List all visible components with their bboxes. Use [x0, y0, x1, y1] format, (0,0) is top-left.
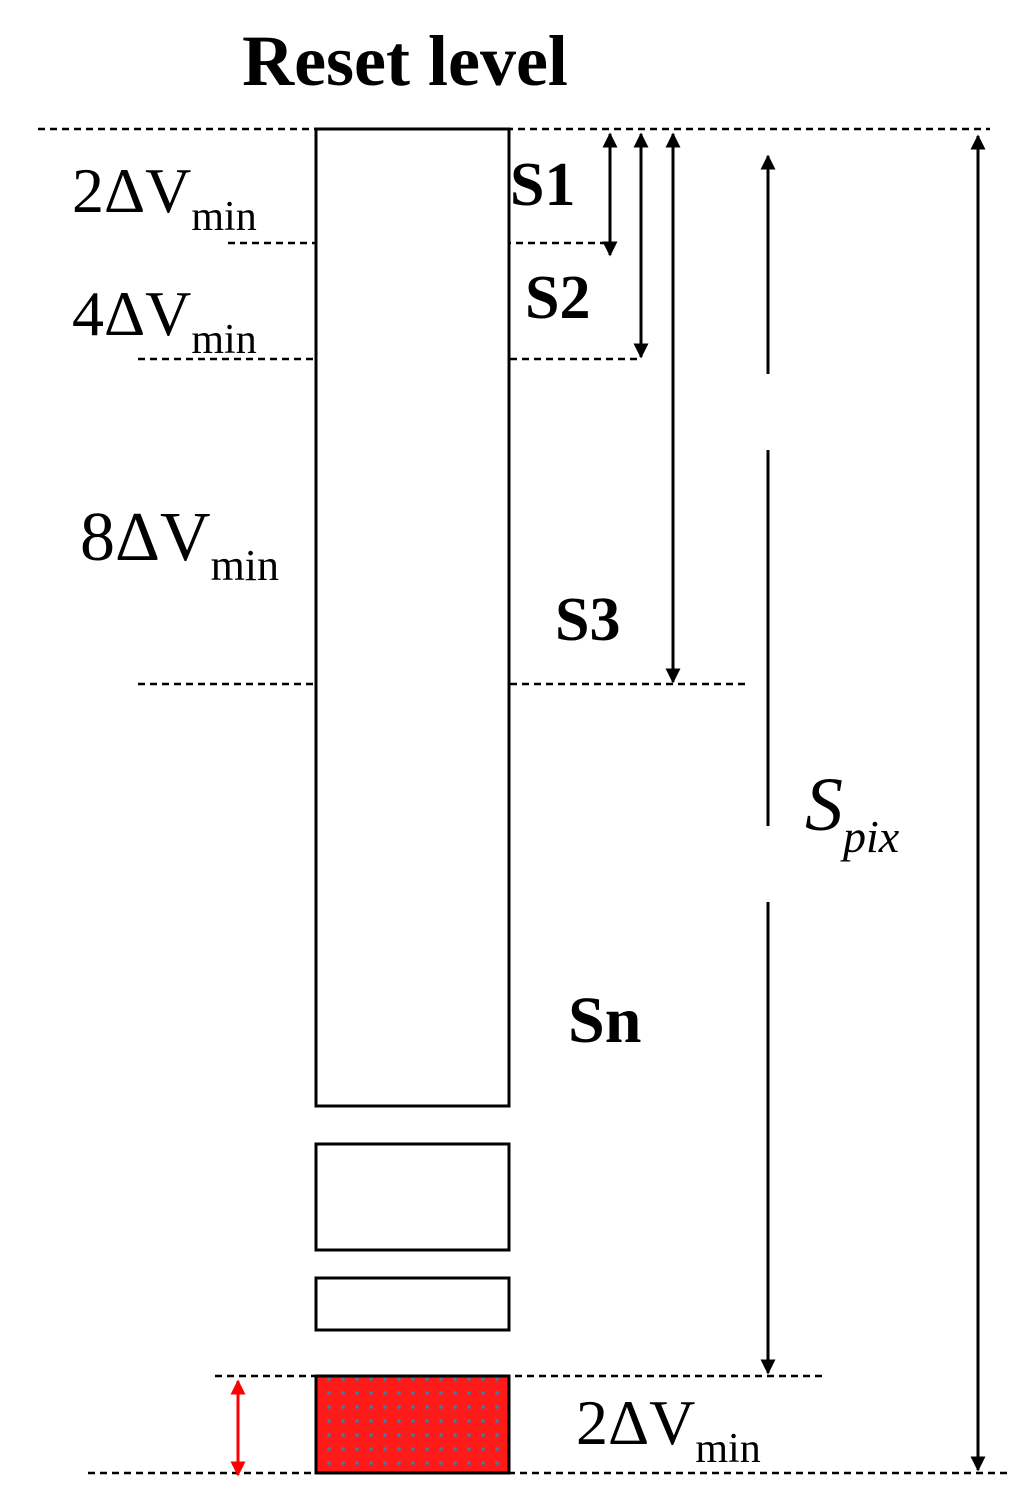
label-s2: S2	[525, 264, 590, 332]
signal-range-box	[314, 127, 511, 1108]
noise-floor-box	[314, 1374, 511, 1475]
label-s1: S1	[510, 151, 575, 219]
signal-step-box-1	[314, 1142, 511, 1252]
signal-step-box-2	[314, 1276, 511, 1332]
label-2dv-top: 2ΔVmin	[72, 155, 257, 240]
label-2dv-bottom: 2ΔVmin	[576, 1387, 761, 1472]
label-8dv: 8ΔVmin	[80, 499, 279, 590]
label-s3: S3	[555, 586, 620, 654]
label-sn: Sn	[568, 984, 641, 1057]
label-spix: Spix	[805, 763, 900, 862]
label-4dv: 4ΔVmin	[72, 278, 257, 363]
diagram-title: Reset level	[242, 21, 568, 101]
